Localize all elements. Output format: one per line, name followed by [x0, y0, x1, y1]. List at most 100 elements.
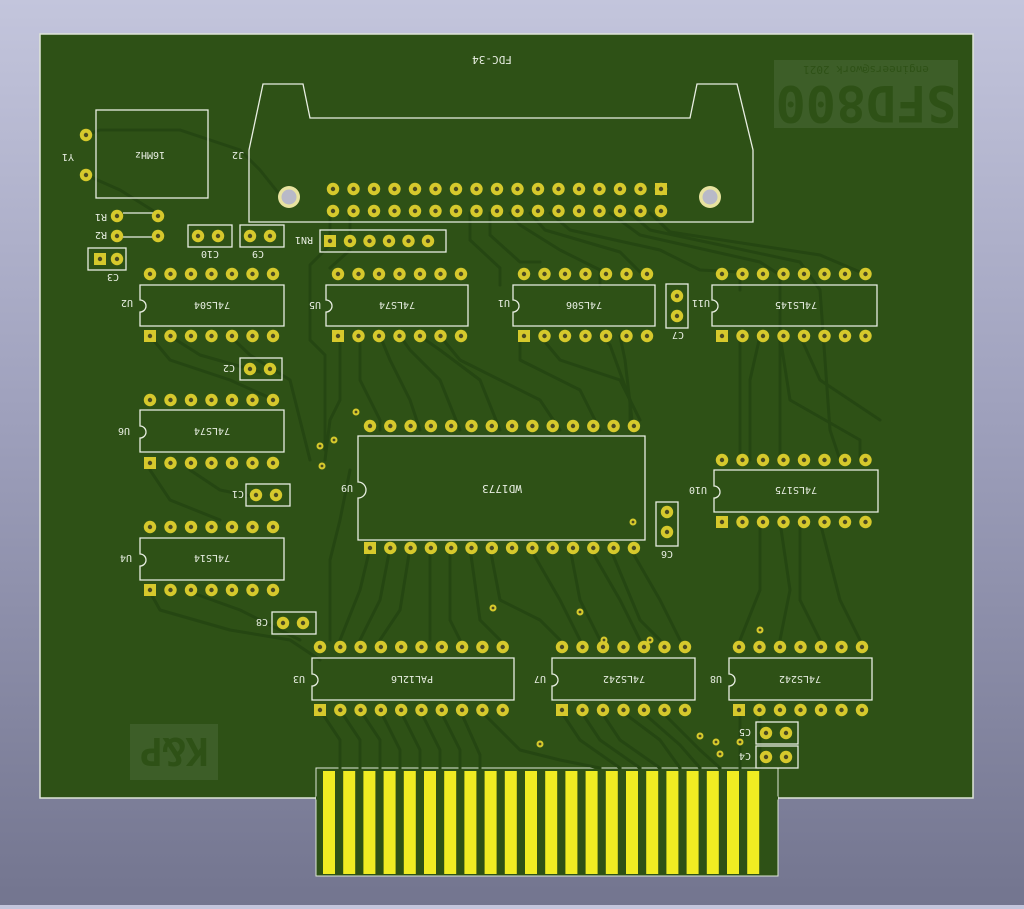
r2-ref: R2 — [95, 229, 107, 240]
pad-drill — [335, 333, 341, 339]
pad-drill — [449, 423, 454, 429]
pad-drill — [386, 238, 392, 244]
pad-drill — [580, 707, 585, 713]
y1-ref: Y1 — [62, 151, 74, 162]
edge-finger — [484, 771, 497, 874]
edge-finger — [424, 771, 436, 874]
pad-drill — [621, 644, 626, 650]
c10-ref: C10 — [201, 248, 219, 259]
silkscreen-layer — [87, 83, 879, 769]
pad-drill — [801, 333, 807, 339]
pad-drill — [300, 620, 306, 626]
pad-drill — [542, 271, 547, 277]
u5-outline — [325, 284, 469, 327]
pad-drill — [147, 271, 153, 277]
c7-ref: C7 — [672, 329, 684, 340]
pad-drill — [397, 333, 402, 339]
pad-drill — [367, 545, 373, 551]
pad-drill — [535, 208, 541, 214]
pad-drill — [253, 492, 259, 498]
c3-ref: C3 — [107, 271, 119, 282]
pad-drill — [757, 644, 762, 650]
u9-ref: U9 — [341, 482, 353, 493]
pad-drill — [267, 233, 273, 239]
c7-outline — [665, 283, 689, 329]
u3-outline — [311, 657, 515, 701]
pad-drill — [229, 271, 235, 277]
via-drill — [578, 610, 582, 614]
rn1-outline — [319, 229, 447, 253]
c6-ref: C6 — [661, 548, 673, 559]
pad-drill — [641, 707, 647, 713]
c8-outline — [271, 611, 317, 635]
u7-outline — [551, 657, 696, 701]
c4-ref: C4 — [739, 750, 751, 761]
pad-drill — [521, 333, 527, 339]
pad-drill — [376, 271, 382, 277]
pad-drill — [801, 457, 807, 463]
pad-drill — [624, 271, 629, 277]
pad-drill — [147, 460, 153, 466]
pad-drill — [147, 587, 153, 593]
pad-drill — [603, 333, 609, 339]
pad-drill — [658, 208, 664, 214]
pad-drill — [719, 457, 725, 463]
pad-drill — [399, 707, 404, 713]
pad-drill — [781, 271, 786, 277]
u2-outline — [139, 284, 285, 327]
pad-drill — [842, 271, 848, 277]
pad-drill — [168, 333, 173, 339]
pad-drill — [417, 271, 423, 277]
pad-drill — [408, 423, 413, 429]
pad-drill — [155, 233, 161, 239]
pad-drill — [195, 233, 201, 239]
pad-drill — [209, 587, 214, 593]
pad-drill — [863, 333, 868, 339]
pad-drill — [188, 587, 194, 593]
pad-drill — [250, 587, 255, 593]
u2-ref: U2 — [121, 297, 133, 308]
pad-drill — [550, 423, 555, 429]
edge-finger — [605, 771, 618, 874]
pad-drill — [719, 519, 725, 525]
u1-part: 74LS06 — [566, 299, 602, 310]
pad-drill — [740, 333, 745, 339]
u9-part: WD1773 — [482, 482, 522, 495]
pad-drill — [801, 519, 807, 525]
via-drill — [538, 742, 542, 746]
c9-ref: C9 — [252, 248, 264, 259]
c1-outline — [245, 483, 291, 507]
pad-drill — [597, 208, 602, 214]
pad-drill — [419, 644, 424, 650]
pad-drill — [371, 208, 377, 214]
pad-drill — [740, 271, 745, 277]
pad-drill — [317, 644, 323, 650]
pad-drill — [250, 397, 255, 403]
pad-drill — [859, 707, 865, 713]
pad-drill — [863, 271, 868, 277]
pad-drill — [822, 457, 827, 463]
pad-drill — [209, 397, 214, 403]
kp-logo-block — [130, 724, 218, 780]
u8-outline — [728, 657, 873, 701]
pad-drill — [783, 754, 789, 760]
r1-ref: R1 — [95, 211, 107, 222]
pad-drill — [489, 545, 494, 551]
pad-drill — [644, 271, 650, 277]
u3-part: PAL12L6 — [391, 673, 433, 684]
pad-drill — [559, 707, 565, 713]
u6-ref: U6 — [118, 425, 130, 436]
pad-drill — [83, 172, 89, 178]
pad-drill — [621, 707, 626, 713]
pad-drill — [358, 644, 363, 650]
pad-drill — [83, 132, 89, 138]
pad-drill — [412, 186, 418, 192]
pad-drill — [760, 519, 766, 525]
pad-drill — [267, 366, 273, 372]
c1-ref: C1 — [232, 488, 244, 499]
pad-drill — [760, 457, 766, 463]
pad-drill — [335, 271, 341, 277]
pad-drill — [494, 186, 500, 192]
pad-drill — [863, 457, 868, 463]
edge-finger — [504, 771, 517, 874]
